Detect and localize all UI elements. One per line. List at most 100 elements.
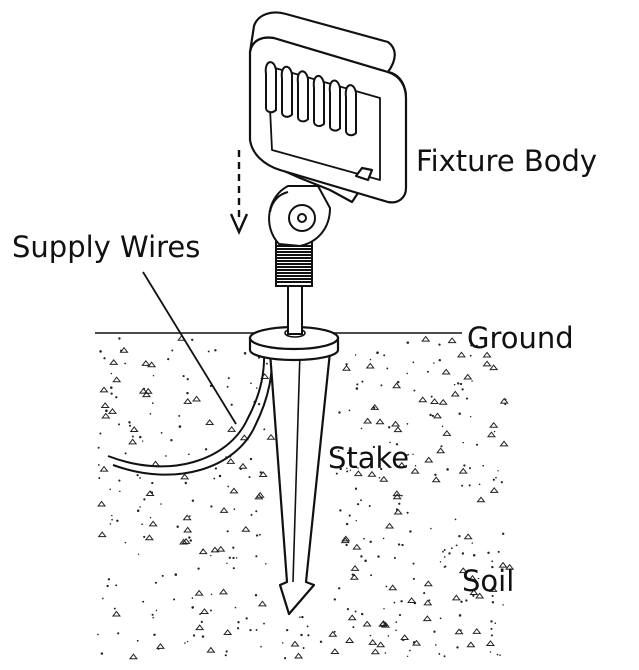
soil-speck — [191, 499, 195, 502]
soil-speck — [213, 477, 216, 480]
soil-speck — [204, 448, 208, 451]
soil-speck — [149, 516, 152, 519]
soil-speck — [101, 412, 111, 419]
soil-speck — [468, 484, 471, 487]
soil-speck — [232, 556, 235, 560]
soil-speck — [350, 565, 360, 571]
soil-speck — [227, 425, 237, 432]
soil-speck — [362, 620, 372, 627]
soil-speck — [458, 467, 468, 474]
soil-speck — [149, 413, 152, 415]
soil-speck — [365, 362, 375, 369]
soil-speck — [490, 634, 493, 637]
soil-speck — [458, 614, 462, 617]
soil-speck — [429, 413, 432, 417]
soil-speck — [248, 476, 251, 479]
soil-speck — [118, 479, 121, 482]
soil-speck — [141, 523, 143, 526]
soil-speck — [111, 514, 113, 517]
soil-speck — [406, 454, 408, 456]
soil-speck — [423, 592, 426, 595]
soil-speck — [301, 615, 304, 619]
soil-speck — [182, 375, 185, 378]
soil-speck — [367, 470, 377, 477]
soil-speck — [477, 577, 480, 580]
soil-speck — [97, 531, 107, 538]
soil-speck — [174, 573, 178, 576]
soil-speck — [378, 476, 381, 479]
soil-speck — [143, 498, 146, 501]
soil-speck — [352, 543, 362, 550]
soil-speck — [214, 467, 218, 470]
soil-speck — [363, 537, 365, 540]
soil-speck — [117, 632, 120, 635]
soil-speck — [356, 383, 359, 386]
soil-speck — [370, 574, 373, 577]
soil-speck — [141, 359, 151, 366]
soil-speck — [454, 628, 464, 635]
soil-speck — [388, 584, 398, 591]
soil-speck — [197, 567, 200, 570]
soil-speck — [257, 600, 267, 607]
soil-speck — [423, 599, 433, 606]
soil-speck — [407, 453, 410, 456]
soil-speck — [443, 549, 446, 551]
soil-speck — [183, 526, 193, 533]
soil-speck — [345, 522, 349, 526]
soil-speck — [294, 652, 304, 659]
soil-speck — [354, 487, 358, 490]
soil-speck — [386, 367, 389, 370]
soil-speck — [486, 431, 496, 438]
soil-speck — [99, 386, 109, 393]
soil-speck — [385, 585, 388, 588]
soil-speck — [370, 648, 380, 655]
soil-speck — [393, 556, 396, 560]
soil-speck — [458, 567, 468, 574]
soil-speck — [392, 493, 402, 500]
soil-speck — [360, 499, 362, 502]
soil-speck — [111, 610, 121, 617]
soil-speck — [387, 635, 390, 637]
soil-speck — [493, 430, 496, 433]
soil-speck — [345, 543, 348, 547]
soil-speck — [475, 443, 479, 446]
soil-speck — [469, 589, 479, 596]
soil-speck — [191, 338, 194, 341]
soil-speck — [497, 470, 499, 472]
soil-speck — [226, 530, 229, 533]
soil-speck — [328, 630, 338, 637]
supply-wires — [107, 347, 274, 476]
soil-speck — [431, 414, 435, 418]
soil-speck — [395, 443, 399, 446]
soil-speck — [456, 646, 459, 649]
soil-speck — [455, 544, 458, 547]
soil-speck — [192, 395, 202, 402]
soil-speck — [258, 471, 268, 477]
soil-speck — [148, 520, 158, 527]
soil-speck — [100, 402, 110, 408]
soil-speck — [255, 387, 258, 389]
soil-speck — [178, 414, 181, 417]
soil-speck — [286, 628, 289, 632]
soil-speck — [259, 471, 262, 474]
soil-speck — [497, 550, 500, 553]
soil-speck — [339, 467, 342, 471]
stake — [268, 350, 332, 616]
soil-speck — [107, 408, 117, 414]
soil-speck — [491, 594, 494, 597]
soil-speck — [124, 362, 127, 365]
soil-speck — [412, 641, 416, 644]
soil-speck — [356, 503, 360, 506]
soil-speck — [97, 633, 99, 636]
soil-speck — [383, 354, 386, 357]
soil-speck — [345, 637, 355, 644]
soil-speck — [255, 555, 258, 558]
soil-speck — [178, 425, 182, 428]
soil-speck — [341, 535, 351, 542]
soil-speck — [173, 598, 176, 601]
soil-speck — [475, 592, 485, 599]
soil-speck — [199, 608, 210, 614]
soil-speck — [306, 625, 309, 628]
soil-speck — [491, 565, 494, 569]
soil-speck — [181, 537, 191, 544]
